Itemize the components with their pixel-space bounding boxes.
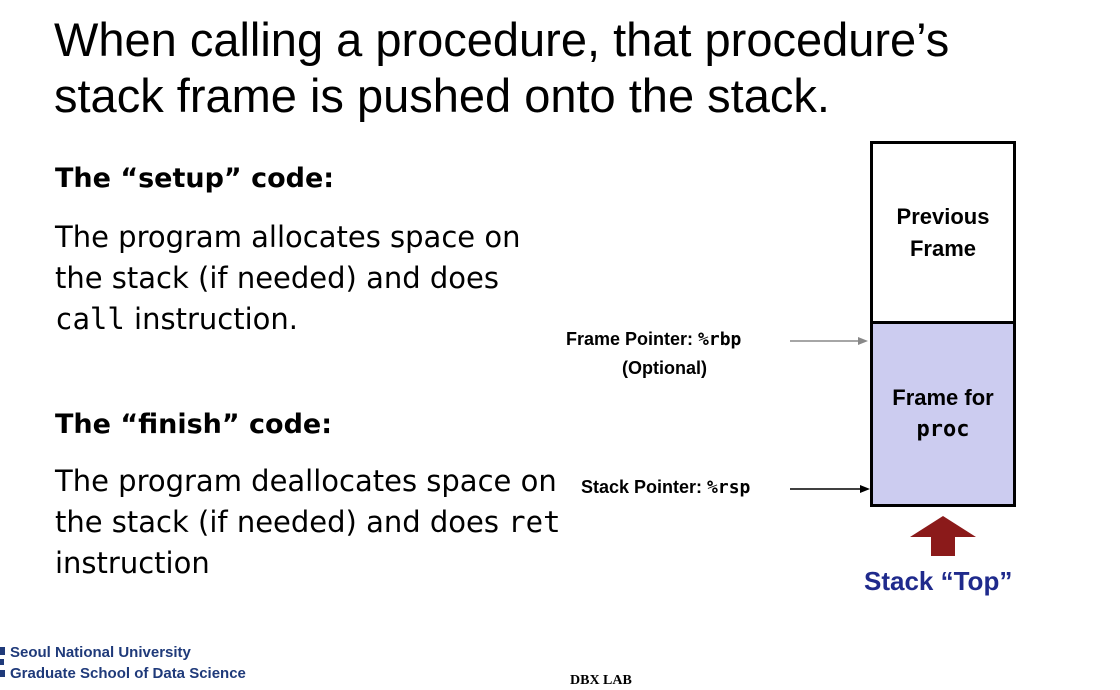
setup-body: The program allocates space on the stack… <box>55 220 521 336</box>
proc-frame: Frame for proc <box>873 324 1013 504</box>
stack-diagram: Previous Frame Frame for proc <box>870 141 1016 507</box>
lab-footer: DBX LAB <box>570 673 632 688</box>
slide-title: When calling a procedure, that procedure… <box>54 12 1104 125</box>
stack-pointer-label: Stack Pointer: %rsp <box>581 477 751 498</box>
frame-pointer-arrow-icon <box>790 337 868 345</box>
call-instruction: call <box>55 302 125 336</box>
title-line-1: When calling a procedure, that procedure… <box>54 13 950 66</box>
university-logo-text: Seoul National University Graduate Schoo… <box>10 644 246 682</box>
setup-heading: The “setup” code: <box>55 163 335 194</box>
stack-top-label: Stack “Top” <box>864 566 1013 596</box>
stack-pointer-arrow-icon <box>790 485 870 493</box>
finish-heading: The “finish” code: <box>55 409 333 440</box>
stack-top-up-arrow-icon <box>910 516 976 556</box>
finish-body: The program deallocates space on the sta… <box>55 464 561 580</box>
snu-emblem-icon <box>0 647 5 677</box>
previous-frame: Previous Frame <box>873 144 1013 324</box>
ret-instruction: ret <box>508 505 561 539</box>
frame-pointer-optional: (Optional) <box>622 358 707 378</box>
frame-pointer-label: Frame Pointer: %rbp <box>566 329 742 350</box>
title-line-2: stack frame is pushed onto the stack. <box>54 69 830 123</box>
